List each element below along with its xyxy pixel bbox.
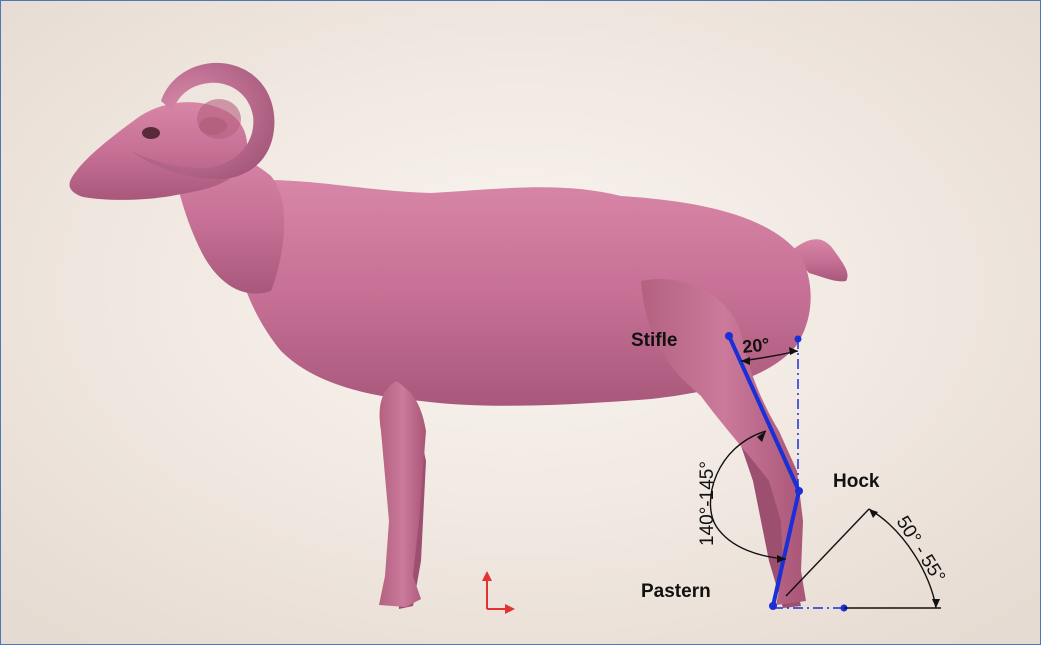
eye	[142, 127, 160, 139]
stifle-label: Stifle	[631, 330, 677, 351]
pastern-label: Pastern	[641, 581, 711, 602]
stifle-angle-label: 20°	[741, 334, 770, 357]
hock-angle-label: 140°-145°	[697, 461, 718, 546]
pastern-joint-point[interactable]	[769, 602, 777, 610]
stifle-joint-point[interactable]	[725, 332, 733, 340]
hock-label: Hock	[833, 471, 880, 492]
hock-joint-point[interactable]	[795, 487, 803, 495]
horn-inner	[197, 99, 241, 139]
